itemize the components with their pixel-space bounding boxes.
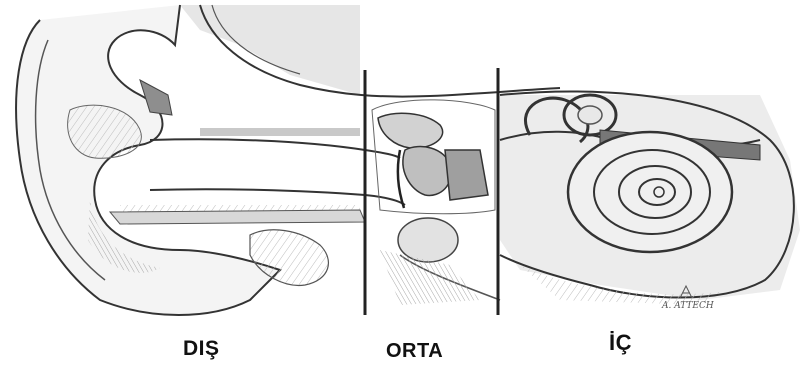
canal-bone-lower [110, 210, 365, 224]
ear-canal-upper [150, 139, 400, 158]
temporal-bone-shading [180, 5, 360, 95]
eustachian-region [398, 218, 458, 262]
label-inner-ear: İÇ [609, 330, 632, 356]
artist-signature: A. ATTECH [662, 301, 714, 311]
ossicle-incus [403, 146, 451, 195]
semicircular-canal-3 [578, 106, 602, 124]
ear-canal-upper-shade [200, 128, 360, 136]
ossicle-stapes [445, 150, 488, 200]
ossicle-malleus [378, 113, 443, 148]
ear-canal-lower [150, 189, 405, 205]
label-outer-ear: DIŞ [183, 337, 220, 361]
label-middle-ear: ORTA [386, 340, 443, 363]
